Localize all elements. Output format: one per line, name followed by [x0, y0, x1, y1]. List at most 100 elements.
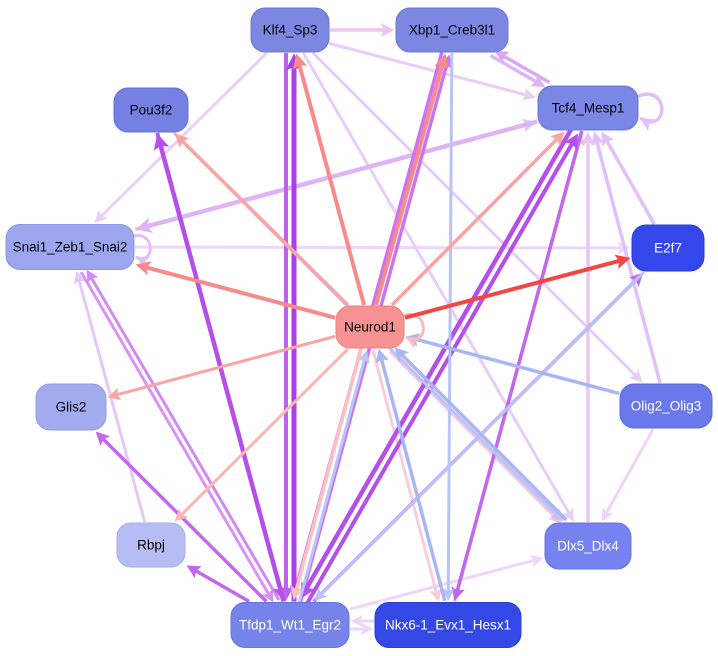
- node-label-rbpj: Rbpj: [137, 538, 165, 553]
- edge-neurod1-nkx6: [371, 349, 438, 593]
- edge-tfdp1-snai1: [90, 277, 281, 601]
- edge-nkx6-neurod1: [379, 358, 447, 602]
- edge-snai1-tfdp1: [79, 271, 270, 595]
- node-klf4[interactable]: Klf4_Sp3: [250, 7, 330, 53]
- node-shape-xbp1: [395, 7, 509, 53]
- edge-neurod1-glis2-arrowhead: [107, 387, 122, 401]
- node-shape-pou3f2: [113, 87, 189, 133]
- edge-olig2-dlx5: [605, 428, 655, 514]
- node-shape-nkx6: [374, 602, 522, 648]
- node-label-klf4: Klf4_Sp3: [263, 23, 318, 38]
- node-neurod1[interactable]: Neurod1: [335, 305, 405, 349]
- edge-neurod1-e2f7-arrowhead: [614, 254, 631, 269]
- edge-tfdp1-nkx6-arrowhead: [360, 622, 374, 636]
- edge-olig2-dlx5-arrowhead: [601, 507, 614, 522]
- edge-neurod1-klf4-arrowhead: [293, 53, 308, 70]
- edge-tcf4-xbp1-arrowhead: [494, 50, 510, 64]
- edge-tfdp1-tcf4-arrowhead: [564, 133, 578, 151]
- edge-neurod1-pou3f2-arrowhead: [174, 133, 190, 149]
- node-dlx5[interactable]: Dlx5_Dlx4: [544, 522, 632, 570]
- edge-tcf4-nkx6-arrowhead: [451, 585, 465, 601]
- node-label-xbp1: Xbp1_Creb3l1: [409, 23, 495, 38]
- node-xbp1[interactable]: Xbp1_Creb3l1: [395, 7, 509, 53]
- edge-tfdp1-rbpj: [195, 569, 251, 604]
- node-shape-klf4: [250, 7, 330, 53]
- edge-xbp1-nkx6: [446, 52, 454, 591]
- edge-layer: [73, 23, 664, 636]
- node-label-snai1: Snai1_Zeb1_Snai2: [13, 240, 128, 255]
- edge-rbpj-snai1-arrowhead: [73, 271, 86, 285]
- edge-nkx6-neurod1-arrowhead: [375, 348, 389, 364]
- edge-olig2-tcf4-arrowhead: [590, 131, 605, 147]
- node-shape-tcf4: [537, 85, 639, 131]
- edge-klf4-dlx5: [301, 52, 571, 514]
- edge-xbp1-tcf4-arrowhead: [530, 74, 546, 88]
- edge-neurod1-snai1: [146, 265, 336, 320]
- edge-tfdp1-snai1-arrowhead: [86, 269, 99, 284]
- edge-snai1-tfdp1-arrowhead: [261, 588, 274, 603]
- edge-tfdp1-glis2: [102, 437, 268, 603]
- node-snai1[interactable]: Snai1_Zeb1_Snai2: [5, 224, 135, 270]
- node-tfdp1[interactable]: Tfdp1_Wt1_Egr2: [230, 602, 350, 648]
- edge-klf4-dlx5-arrowhead: [562, 507, 574, 522]
- node-pou3f2[interactable]: Pou3f2: [113, 87, 189, 133]
- node-label-neurod1: Neurod1: [344, 320, 396, 335]
- edge-tcf4-snai1: [147, 119, 538, 229]
- node-tcf4[interactable]: Tcf4_Mesp1: [537, 85, 639, 131]
- edge-tcf4-self-arrowhead: [640, 118, 656, 132]
- edge-tfdp1-rbpj-arrowhead: [186, 565, 202, 579]
- node-olig2[interactable]: Olig2_Olig3: [619, 383, 713, 429]
- edge-neurod1-rbpj-arrowhead: [174, 508, 188, 522]
- edge-neurod1-e2f7: [404, 259, 620, 320]
- node-shape-snai1: [5, 224, 135, 270]
- edge-klf4-tcf4: [328, 41, 527, 97]
- node-shape-e2f7: [631, 224, 705, 272]
- node-e2f7[interactable]: E2f7: [631, 224, 705, 272]
- edge-neurod1-tcf4-arrowhead: [550, 131, 565, 147]
- edge-tfdp1-glis2-arrowhead: [95, 431, 111, 447]
- node-nkx6[interactable]: Nkx6-1_Evx1_Hesx1: [374, 602, 522, 648]
- edge-tfdp1-pou3f2: [158, 145, 286, 603]
- edge-olig2-tcf4: [595, 141, 662, 384]
- node-shape-olig2: [619, 383, 713, 429]
- node-glis2[interactable]: Glis2: [35, 383, 107, 431]
- node-label-pou3f2: Pou3f2: [130, 103, 173, 118]
- edge-klf4-snai1-arrowhead: [94, 209, 108, 223]
- node-shape-rbpj: [116, 522, 186, 568]
- edge-neurod1-tfdp1: [294, 347, 363, 591]
- edge-dlx5-neurod1: [401, 353, 568, 522]
- node-label-e2f7: E2f7: [654, 241, 682, 256]
- edge-neurod1-pou3f2: [181, 139, 350, 307]
- node-shape-glis2: [35, 383, 107, 431]
- edge-neurod1-dlx5: [388, 350, 556, 518]
- edge-neurod1-nkx6-arrowhead: [429, 587, 442, 602]
- edge-xbp1-nkx6-arrowhead: [441, 588, 455, 601]
- node-shape-tfdp1: [230, 602, 350, 648]
- edge-neurod1-klf4: [297, 64, 367, 306]
- edge-nkx6-tfdp1-arrowhead: [350, 614, 364, 628]
- edge-tfdp1-neurod1: [297, 359, 366, 603]
- node-label-glis2: Glis2: [56, 400, 87, 415]
- edge-neurod1-rbpj: [180, 347, 349, 516]
- edge-klf4-olig2: [311, 51, 637, 377]
- edge-e2f7-tcf4-arrowhead: [601, 131, 615, 147]
- edge-tcf4-xbp1: [503, 54, 551, 84]
- edge-tcf4-nkx6: [455, 130, 584, 591]
- edge-xbp1-tcf4: [489, 54, 537, 84]
- edge-neurod1-snai1-arrowhead: [135, 261, 152, 276]
- edge-neurod1-glis2: [116, 334, 336, 397]
- node-shape-dlx5: [544, 522, 632, 570]
- edge-tfdp1-dlx5-arrowhead: [529, 554, 544, 568]
- node-label-nkx6: Nkx6-1_Evx1_Hesx1: [385, 618, 511, 633]
- edge-neurod1-xbp1-arrowhead: [434, 53, 449, 70]
- node-label-tfdp1: Tfdp1_Wt1_Egr2: [239, 618, 341, 633]
- node-label-tcf4: Tcf4_Mesp1: [552, 101, 625, 116]
- edge-neurod1-tfdp1-arrowhead: [290, 585, 304, 601]
- node-label-olig2: Olig2_Olig3: [631, 399, 702, 414]
- edge-snai1-e2f7: [134, 245, 621, 250]
- node-rbpj[interactable]: Rbpj: [116, 522, 186, 568]
- edge-tfdp1-tcf4: [305, 142, 574, 605]
